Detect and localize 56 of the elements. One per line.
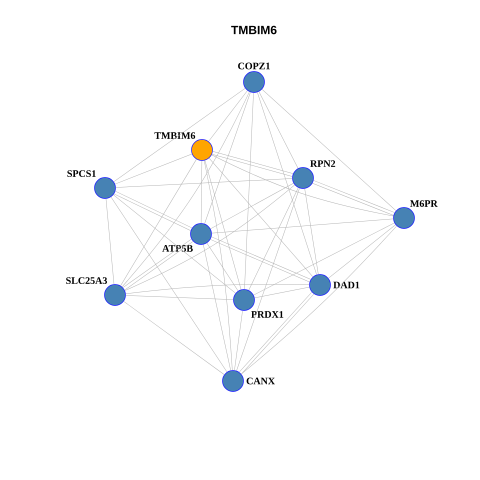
node-label: SPCS1	[67, 170, 96, 177]
edge-line	[206, 242, 238, 292]
edge-line	[116, 178, 292, 188]
node-label: DAD1	[333, 282, 360, 288]
edge-line	[241, 226, 397, 374]
edge-line	[110, 196, 228, 372]
edge-line	[328, 224, 396, 278]
edge-line	[234, 310, 243, 370]
gene-node: TMBIM6	[154, 132, 213, 161]
gene-node: PRDX1	[233, 289, 284, 318]
edge-line	[253, 222, 395, 296]
title: TMBIM6	[231, 26, 277, 34]
node-label: SLC25A3	[66, 277, 107, 284]
edge-line	[210, 182, 294, 230]
edge-line	[262, 89, 396, 211]
edge-line	[254, 286, 310, 298]
gene-node: COPZ1	[238, 62, 270, 93]
edge-line	[244, 92, 254, 290]
edge-line	[203, 244, 231, 371]
edge-line	[208, 158, 314, 278]
edge-line	[204, 160, 233, 370]
node-label: PRDX1	[251, 311, 284, 318]
edge-line	[114, 88, 246, 182]
edge-line	[126, 295, 234, 300]
edge-line	[304, 188, 319, 275]
gene-node: CANX	[222, 370, 275, 392]
edge-line	[208, 90, 248, 142]
edge-line	[248, 188, 299, 290]
edge-line	[257, 92, 317, 275]
node-label: COPZ1	[238, 62, 270, 70]
node-label: TMBIM6	[154, 132, 196, 139]
edge-line	[114, 154, 192, 184]
edge-line	[124, 184, 295, 291]
edge-line	[200, 160, 202, 224]
edge-line	[204, 160, 242, 290]
gene-node: SPCS1	[67, 170, 116, 199]
edge-line	[122, 92, 250, 288]
edge-line	[204, 92, 251, 224]
edge-line	[211, 154, 394, 216]
node-label: RPN2	[310, 160, 336, 167]
edge-line	[120, 159, 197, 286]
edge-line	[113, 194, 236, 294]
gene-node: RPN2	[292, 160, 336, 189]
edge-line	[236, 188, 300, 371]
node-label: CANX	[246, 378, 275, 384]
edge-line	[126, 284, 310, 294]
gene-node: DAD1	[309, 274, 360, 296]
gene-node: ATP5B	[162, 223, 212, 252]
edge-line	[212, 218, 394, 234]
edge-line	[124, 301, 224, 375]
gene-node: SLC25A3	[66, 277, 126, 306]
node-label: M6PR	[410, 200, 438, 207]
edge-line	[258, 91, 298, 169]
edge-line	[106, 198, 114, 284]
node-label: ATP5B	[162, 245, 193, 252]
gene-node: M6PR	[393, 200, 438, 229]
